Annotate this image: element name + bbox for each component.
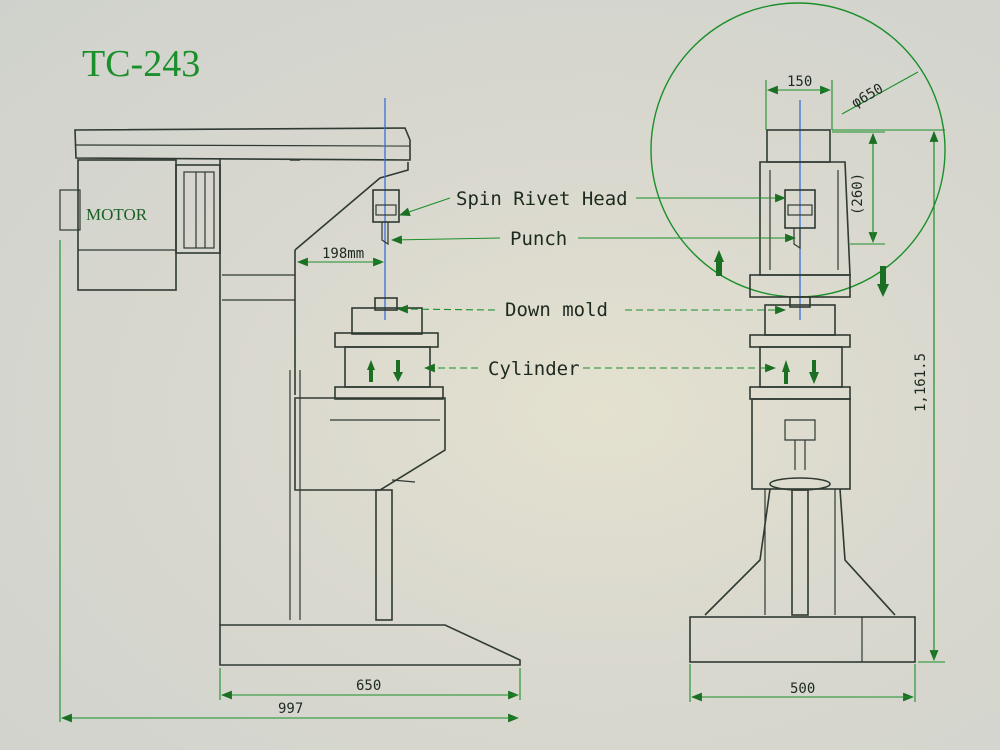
drawing-title: TC-243 xyxy=(82,43,200,85)
top-arm xyxy=(74,127,411,161)
label-cylinder: Cylinder xyxy=(488,358,580,380)
swing-diameter-dimension: φ650 xyxy=(849,81,886,112)
callouts: Spin Rivet Head Punch Down mold Cylinder xyxy=(390,188,797,380)
throat-dimension: 198mm xyxy=(322,246,364,262)
side-rivet-head xyxy=(372,189,400,223)
head-width-dimension: 150 xyxy=(787,74,812,90)
head-height-dimension: (260) xyxy=(850,173,866,215)
side-down-mold xyxy=(351,307,423,335)
front-cylinder xyxy=(759,346,843,388)
front-base xyxy=(689,616,916,663)
side-base xyxy=(219,624,521,666)
height-dimension: 1,161.5 xyxy=(913,353,929,412)
base-depth-dimension: 650 xyxy=(356,678,381,694)
side-cylinder xyxy=(344,346,431,388)
front-view: 150 φ650 (260) 1,161.5 500 xyxy=(650,2,946,702)
side-view: MOTOR 198mm 650 997 xyxy=(59,98,521,723)
label-punch: Punch xyxy=(510,228,567,250)
motor-label: MOTOR xyxy=(86,205,148,224)
label-down-mold: Down mold xyxy=(505,299,608,321)
arm-neck xyxy=(294,162,409,251)
label-spin-rivet-head: Spin Rivet Head xyxy=(456,188,628,210)
side-table xyxy=(294,397,446,491)
base-width-dimension: 500 xyxy=(790,681,815,697)
overall-depth-dimension: 997 xyxy=(278,701,303,717)
motor-body xyxy=(77,159,177,291)
front-head xyxy=(759,161,851,276)
swing-circle xyxy=(650,2,946,298)
